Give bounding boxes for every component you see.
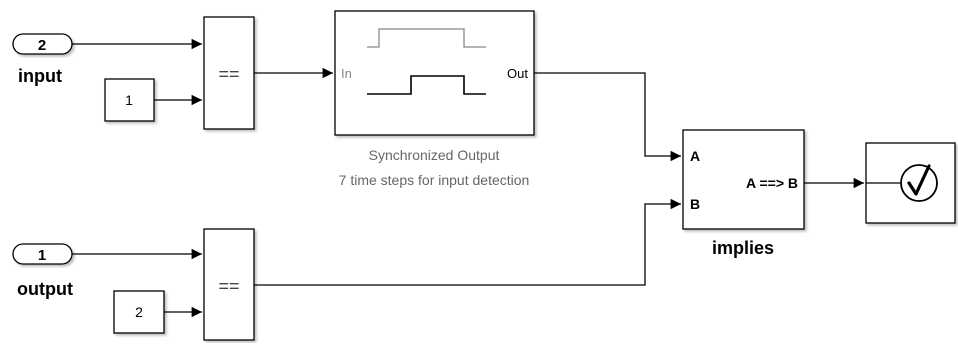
- inport-input-label: input: [18, 66, 62, 86]
- constant-block-top[interactable]: 1: [104, 78, 155, 122]
- assertion-block[interactable]: [865, 142, 956, 224]
- inport-input-number: 2: [38, 37, 46, 54]
- sync-caption-line1: Synchronized Output: [369, 147, 500, 163]
- inport-output-label: output: [17, 279, 73, 299]
- relational-operator-top[interactable]: ==: [203, 16, 255, 130]
- relational-operator-bottom-symbol: ==: [218, 276, 239, 296]
- line-compare-bottom-to-implies-b[interactable]: [254, 198, 681, 286]
- signal-lines: [72, 38, 864, 318]
- sync-in-port-label: In: [341, 66, 352, 81]
- synchronized-output-block[interactable]: In Out: [334, 10, 535, 136]
- sync-caption-line2: 7 time steps for input detection: [339, 172, 530, 188]
- inport-output[interactable]: 1: [12, 243, 73, 265]
- checkmark-circle-icon: [900, 164, 938, 202]
- inport-output-number: 1: [38, 247, 46, 264]
- constant-block-bottom[interactable]: 2: [113, 290, 165, 334]
- line-sync-to-implies-a[interactable]: [534, 72, 681, 162]
- implies-block-label: implies: [712, 238, 774, 258]
- sync-output-waveform-icon: [367, 75, 486, 95]
- constant-top-value: 1: [125, 92, 133, 108]
- inport-input[interactable]: 2: [12, 33, 73, 55]
- sync-input-waveform-icon: [367, 28, 486, 48]
- sync-out-port-label: Out: [507, 66, 528, 81]
- relational-operator-bottom[interactable]: ==: [203, 228, 255, 341]
- constant-bottom-value: 2: [135, 304, 143, 320]
- implies-port-a-label: A: [690, 148, 700, 164]
- relational-operator-top-symbol: ==: [218, 64, 239, 84]
- implies-expression: A ==> B: [746, 175, 798, 191]
- implies-block[interactable]: A B A ==> B: [682, 129, 805, 230]
- implies-port-b-label: B: [690, 196, 700, 212]
